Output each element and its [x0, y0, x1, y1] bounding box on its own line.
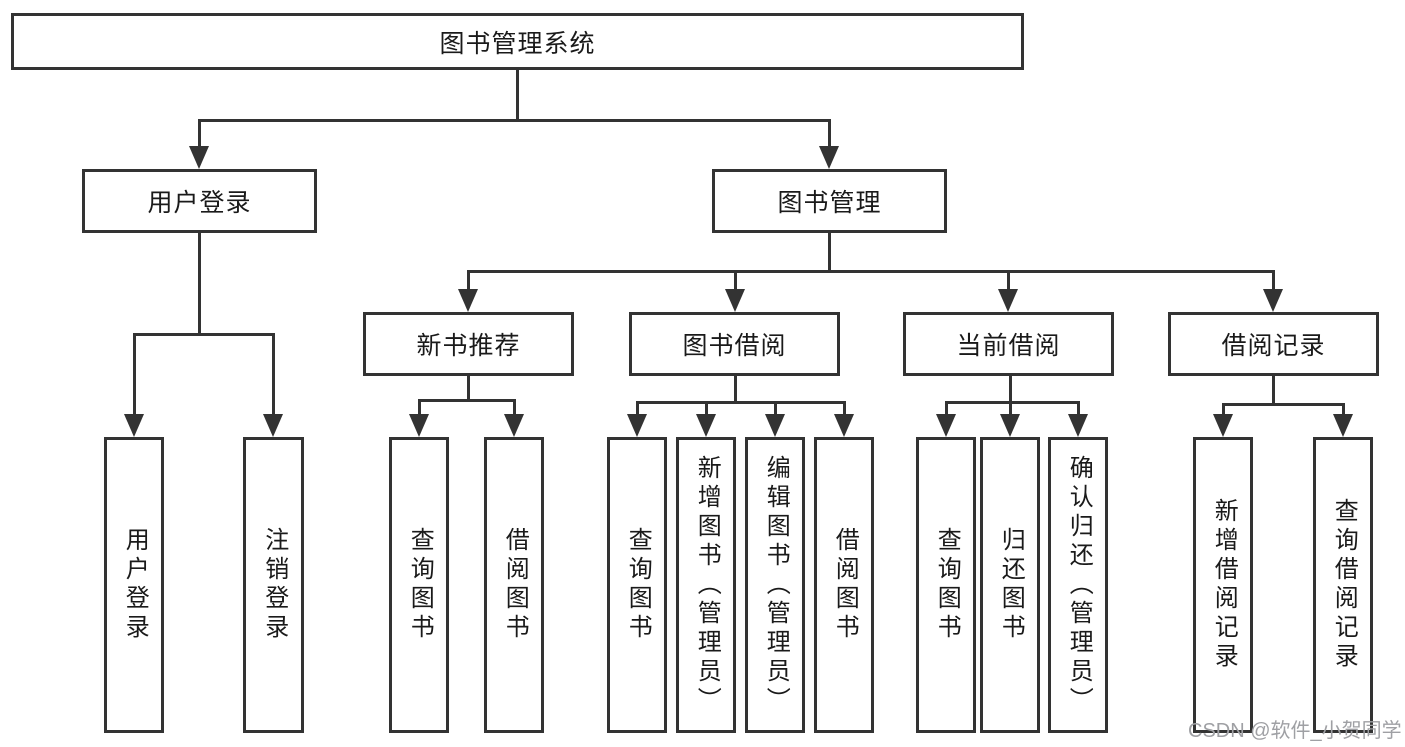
leaf-logout: 注销登录 — [243, 437, 304, 733]
arrowhead — [627, 414, 647, 437]
connector-line — [945, 401, 1079, 404]
arrowhead — [936, 414, 956, 437]
connector-line — [133, 333, 136, 418]
node-label: 新书推荐 — [416, 332, 521, 360]
connector-line — [1009, 401, 1012, 416]
node-current-borrowing: 当前借阅 — [903, 312, 1114, 376]
connector-line — [1342, 403, 1345, 416]
arrowhead — [124, 414, 144, 437]
node-label: 新增借阅记录 — [1210, 498, 1238, 672]
arrowhead — [998, 289, 1018, 312]
connector-line — [418, 399, 515, 402]
node-label: 查询借阅记录 — [1330, 498, 1358, 672]
node-label: 注销登录 — [260, 527, 288, 643]
connector-line — [828, 233, 831, 273]
leaf-borrow-books-borrowing: 借阅图书 — [814, 437, 874, 733]
node-label: 用户登录 — [121, 527, 149, 643]
arrowhead — [1213, 414, 1233, 437]
arrowhead — [504, 414, 524, 437]
leaf-confirm-return-admin: 确认归还（管理员） — [1048, 437, 1108, 733]
arrowhead — [696, 414, 716, 437]
leaf-borrow-books-recommend: 借阅图书 — [484, 437, 544, 733]
node-borrowing-records: 借阅记录 — [1168, 312, 1379, 376]
node-label: 借阅图书 — [831, 527, 859, 643]
node-label: 图书管理 — [777, 189, 882, 217]
leaf-return-books: 归还图书 — [980, 437, 1040, 733]
node-label: 归还图书 — [997, 527, 1025, 643]
arrowhead — [819, 146, 839, 169]
connector-line — [636, 401, 845, 404]
node-label: 编辑图书（管理员） — [762, 454, 790, 716]
node-label: 当前借阅 — [956, 332, 1061, 360]
node-label: 图书借阅 — [682, 332, 787, 360]
arrowhead — [1000, 414, 1020, 437]
connector-line — [133, 333, 274, 336]
connector-line — [467, 270, 470, 292]
connector-line — [705, 401, 708, 416]
connector-line — [467, 270, 1275, 273]
leaf-query-books-borrowing: 查询图书 — [607, 437, 667, 733]
arrowhead — [1068, 414, 1088, 437]
arrowhead — [765, 414, 785, 437]
node-book-management: 图书管理 — [712, 169, 947, 233]
arrowhead — [834, 414, 854, 437]
connector-line — [1077, 401, 1080, 416]
connector-line — [1009, 376, 1012, 403]
connector-line — [1272, 376, 1275, 405]
node-new-book-recommend: 新书推荐 — [363, 312, 574, 376]
node-book-borrowing: 图书借阅 — [629, 312, 840, 376]
connector-line — [467, 376, 470, 402]
node-label: 新增图书（管理员） — [693, 454, 721, 716]
node-label: 借阅记录 — [1221, 332, 1326, 360]
watermark: CSDN @软件_小贺同学 — [1188, 720, 1402, 742]
arrowhead — [458, 289, 478, 312]
connector-line — [198, 233, 201, 335]
connector-line — [198, 119, 201, 151]
node-label: 查询图书 — [406, 527, 434, 643]
connector-line — [843, 401, 846, 416]
connector-line — [513, 399, 516, 416]
leaf-query-books-recommend: 查询图书 — [389, 437, 449, 733]
connector-line — [945, 401, 948, 416]
leaf-query-borrow-record: 查询借阅记录 — [1313, 437, 1373, 733]
connector-line — [734, 270, 737, 292]
connector-line — [1272, 270, 1275, 292]
connector-line — [734, 376, 737, 403]
arrowhead — [725, 289, 745, 312]
connector-line — [774, 401, 777, 416]
node-library-system: 图书管理系统 — [11, 13, 1024, 70]
arrowhead — [189, 146, 209, 169]
node-label: 查询图书 — [933, 527, 961, 643]
connector-line — [636, 401, 639, 416]
leaf-user-login: 用户登录 — [104, 437, 164, 733]
connector-line — [198, 119, 831, 122]
arrowhead — [263, 414, 283, 437]
node-label: 图书管理系统 — [439, 29, 596, 58]
connector-line — [1222, 403, 1344, 406]
node-user-login: 用户登录 — [82, 169, 317, 233]
arrowhead — [1333, 414, 1353, 437]
connector-line — [828, 119, 831, 151]
leaf-edit-books-admin: 编辑图书（管理员） — [745, 437, 805, 733]
connector-line — [1007, 270, 1010, 292]
node-label: 用户登录 — [147, 189, 252, 217]
leaf-add-books-admin: 新增图书（管理员） — [676, 437, 736, 733]
connector-line — [272, 333, 275, 418]
connector-line — [1222, 403, 1225, 416]
node-label: 借阅图书 — [501, 527, 529, 643]
connector-line — [516, 70, 519, 121]
leaf-add-borrow-record: 新增借阅记录 — [1193, 437, 1253, 733]
leaf-query-books-current: 查询图书 — [916, 437, 976, 733]
arrowhead — [409, 414, 429, 437]
connector-line — [418, 399, 421, 416]
node-label: 查询图书 — [624, 527, 652, 643]
arrowhead — [1263, 289, 1283, 312]
node-label: 确认归还（管理员） — [1065, 454, 1093, 716]
